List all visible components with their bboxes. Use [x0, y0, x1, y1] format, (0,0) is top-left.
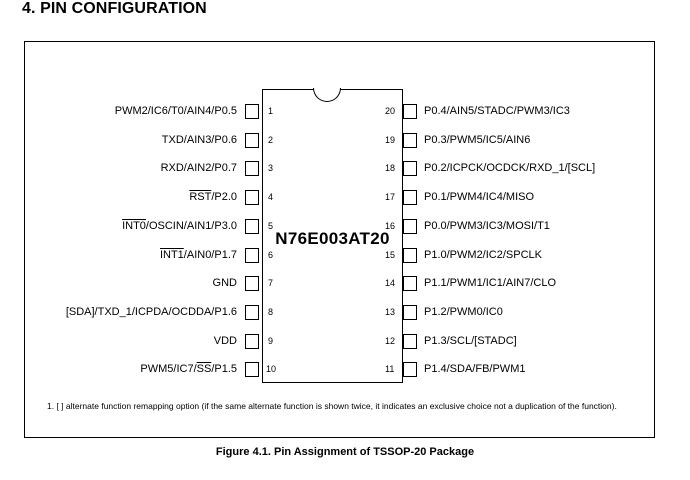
pin-box	[245, 218, 259, 234]
pin-box	[245, 161, 259, 177]
pin-number: 20	[385, 106, 396, 116]
pin-number: 17	[385, 192, 396, 203]
pin-label: P1.2/PWM0/IC0	[424, 305, 503, 318]
pin-number: 13	[385, 306, 396, 317]
pin-label: P1.4/SDA/FB/PWM1	[424, 363, 526, 376]
pin-box	[403, 304, 417, 320]
pin-label-overline: SS	[196, 363, 212, 376]
pin-number: 1	[268, 106, 274, 116]
pin-label-text: VDD	[213, 334, 237, 347]
pin-label: GND	[213, 277, 237, 289]
pin-label-text: TXD/AIN3/P0.6	[161, 133, 237, 146]
pin-label: P0.0/PWM3/IC3/MOSI/T1	[424, 219, 550, 232]
pin-number: 18	[385, 163, 396, 174]
pin-label: P1.0/PWM2/IC2/SPCLK	[424, 248, 542, 261]
pin-number: 11	[385, 364, 395, 375]
chip-name: N76E003AT20	[275, 229, 390, 248]
pin-label: P0.3/PWM5/IC5/AIN6	[424, 133, 531, 146]
pin-number: 8	[268, 306, 274, 317]
pin-label-overline: RST	[189, 191, 212, 204]
pin-box	[245, 104, 259, 119]
pin-label: RST/P2.0	[189, 191, 237, 203]
pin-box	[403, 362, 417, 378]
pin-label: [SDA]/TXD_1/ICPDA/OCDDA/P1.6	[66, 306, 237, 318]
pin-number: 5	[268, 220, 274, 231]
pin-label: P0.2/ICPCK/OCDCK/RXD_1/[SCL]	[424, 162, 596, 175]
pin-number: 6	[268, 249, 274, 260]
chip-package	[262, 89, 403, 383]
pin-box	[403, 161, 417, 177]
pin-label-overline: INT0	[122, 219, 146, 232]
pin-label: VDD	[214, 335, 237, 347]
pin-box	[245, 190, 259, 206]
pin-label: RXD/AIN2/P0.7	[161, 162, 237, 174]
figure-frame	[24, 41, 655, 438]
pin-box	[245, 362, 259, 378]
pin-box	[403, 247, 417, 263]
pin-box	[403, 190, 417, 206]
pin-number: 12	[385, 335, 396, 346]
pin-label: P0.4/AIN5/STADC/PWM3/IC3	[424, 105, 570, 117]
pin-label-text: /AIN0/P1.7	[183, 248, 237, 261]
pin-label: INT0/OSCIN/AIN1/P3.0	[122, 220, 237, 232]
pin-label: PWM2/IC6/T0/AIN4/P0.5	[115, 105, 237, 117]
pin-box	[245, 132, 259, 148]
pin-label: P1.3/SCL/[STADC]	[424, 334, 517, 347]
pin-box	[403, 218, 417, 234]
pin-label-text: PWM5/IC7/	[140, 363, 197, 376]
pin-number: 19	[385, 134, 396, 145]
pin-box	[245, 333, 259, 349]
pin-box	[403, 104, 417, 119]
footnote: 1. [ ] alternate function remapping opti…	[47, 401, 617, 411]
pin-box	[403, 333, 417, 349]
pin-label: TXD/AIN3/P0.6	[162, 134, 237, 146]
pin-label-text: GND	[212, 277, 237, 290]
pin-label-text: /P1.5	[211, 363, 237, 376]
section-title: 4. PIN CONFIGURATION	[22, 0, 207, 17]
pin-label-text: PWM2/IC6/T0/AIN4/P0.5	[114, 105, 237, 117]
pin-box	[403, 276, 417, 292]
pin-number: 9	[268, 335, 274, 346]
pin-label-overline: INT1	[159, 248, 184, 261]
pin-label: PWM5/IC7/SS/P1.5	[140, 363, 237, 375]
pin-box	[403, 132, 417, 148]
pin-number: 4	[268, 192, 274, 203]
pin-box	[245, 276, 259, 292]
pin-number: 10	[266, 364, 277, 375]
pin-label: P0.1/PWM4/IC4/MISO	[424, 191, 535, 204]
pin-number: 15	[385, 249, 396, 260]
pin-label: P1.1/PWM1/IC1/AIN7/CLO	[424, 277, 557, 290]
pin-number: 3	[268, 163, 274, 174]
pin-box	[245, 304, 259, 320]
figure-caption: Figure 4.1. Pin Assignment of TSSOP-20 P…	[215, 446, 475, 458]
pin-label: INT1/AIN0/P1.7	[160, 249, 237, 261]
pin-number: 7	[268, 278, 274, 289]
pin-number: 16	[385, 220, 396, 231]
pin-label-text: /OSCIN/AIN1/P3.0	[145, 219, 237, 232]
pin-label-text: /P2.0	[211, 191, 237, 204]
pin-number: 14	[385, 278, 396, 289]
pin-label-text: [SDA]/TXD_1/ICPDA/OCDDA/P1.6	[65, 305, 237, 318]
pin-label-text: RXD/AIN2/P0.7	[160, 162, 237, 175]
pin-box	[245, 247, 259, 263]
pin-number: 2	[268, 134, 274, 145]
